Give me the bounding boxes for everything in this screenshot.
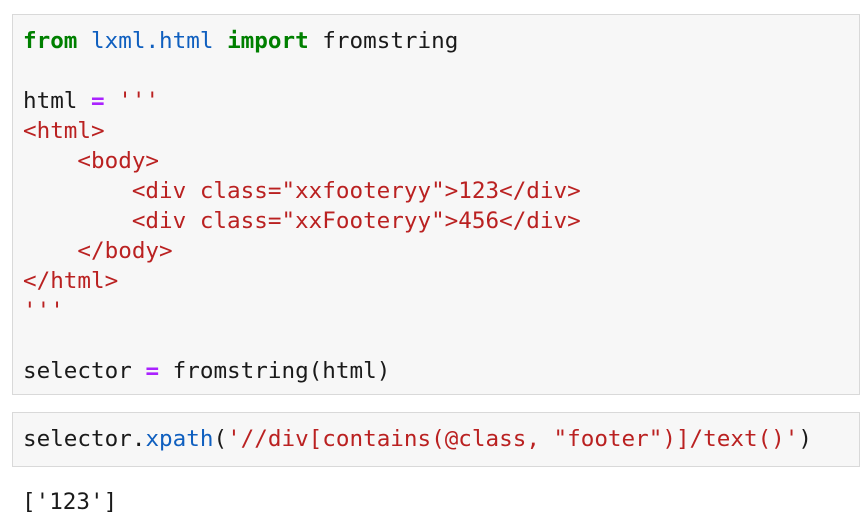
assign-operator: = (145, 358, 160, 384)
code-editor-2[interactable]: selector.xpath('//div[contains(@class, "… (13, 413, 859, 454)
code-cell-1[interactable]: from lxml.html import fromstring html = … (12, 14, 860, 395)
whitespace (213, 28, 227, 54)
assign-operator: = (91, 88, 105, 114)
whitespace (77, 28, 91, 54)
code-line-12: selector = fromstring(html) (23, 358, 390, 384)
code-line-9: </html> (23, 268, 119, 294)
close-paren: ) (798, 426, 812, 452)
code-line-8: </body> (23, 238, 173, 264)
cell-output: ['123'] (22, 489, 118, 515)
code-line-7: <div class="xxFooteryy">456</div> (23, 208, 581, 234)
code-editor-1[interactable]: from lxml.html import fromstring html = … (13, 15, 859, 386)
code-line-5: <body> (23, 148, 160, 174)
keyword-import: import (227, 28, 309, 54)
string-open-quote: ''' (118, 88, 160, 114)
whitespace (77, 88, 91, 114)
code-line-10: ''' (23, 298, 64, 324)
code-line-1: from lxml.html import fromstring (23, 28, 458, 54)
code-line-6: <div class="xxfooteryy">123</div> (23, 178, 581, 204)
variable-selector: selector (23, 358, 132, 384)
module-name: lxml.html (91, 28, 214, 54)
code-line-3: html = ''' (23, 88, 159, 114)
xpath-expression: '//div[contains(@class, "footer")]/text(… (227, 426, 799, 452)
code-line-4: <html> (23, 118, 105, 144)
code-cell-2[interactable]: selector.xpath('//div[contains(@class, "… (12, 412, 860, 467)
keyword-from: from (23, 28, 78, 54)
selector-object: selector. (23, 426, 146, 452)
whitespace (132, 358, 146, 384)
fromstring-call: fromstring(html) (159, 358, 391, 384)
open-paren: ( (213, 426, 228, 452)
code-line-1: selector.xpath('//div[contains(@class, "… (23, 426, 812, 452)
import-name: fromstring (308, 28, 459, 54)
xpath-method: xpath (145, 426, 214, 452)
whitespace (105, 88, 119, 114)
variable-html: html (23, 88, 78, 114)
